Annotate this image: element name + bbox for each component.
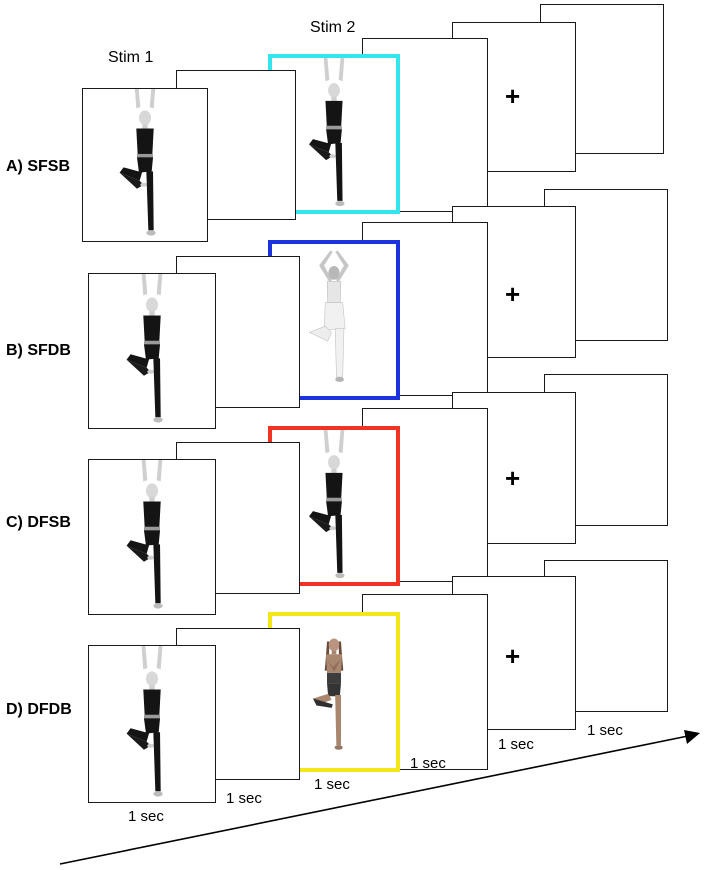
duration-blank: 1 sec xyxy=(410,755,446,772)
row-label: C) DFSB xyxy=(6,514,71,531)
stim1-frame xyxy=(88,645,216,803)
stim1-frame xyxy=(88,273,216,429)
duration-fixation: 1 sec xyxy=(498,736,534,753)
row-label: B) SFDB xyxy=(6,342,71,359)
stim2-header: Stim 2 xyxy=(310,19,356,36)
stim1-frame xyxy=(82,88,208,242)
stim1-frame xyxy=(88,459,216,615)
row-label: A) SFSB xyxy=(6,158,70,175)
duration-stim2: 1 sec xyxy=(314,776,350,793)
fixation-cross: + xyxy=(505,463,521,493)
fixation-cross: + xyxy=(505,81,521,111)
stim1-header: Stim 1 xyxy=(108,49,154,66)
duration-stim1: 1 sec xyxy=(128,808,164,825)
fixation-cross: + xyxy=(505,641,521,671)
duration-isi: 1 sec xyxy=(226,790,262,807)
duration-response: 1 sec xyxy=(587,722,623,739)
fixation-cross: + xyxy=(505,279,521,309)
row-label: D) DFDB xyxy=(6,701,72,718)
